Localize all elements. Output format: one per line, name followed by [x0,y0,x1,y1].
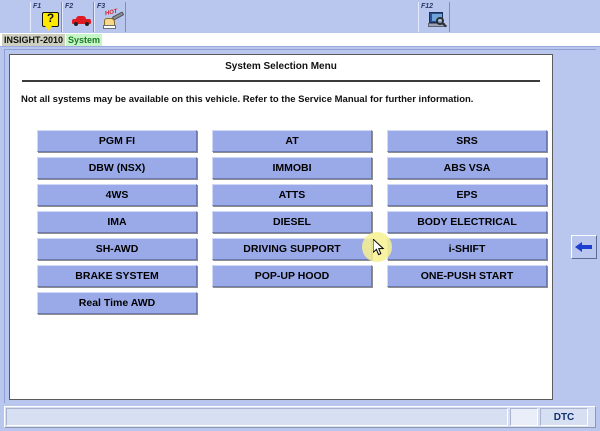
toolbar: F1 ? F2 F3 HOT [0,0,600,33]
system-button-immobi[interactable]: IMMOBI [212,157,372,179]
vehicle-model-chip: INSIGHT-2010 [2,34,66,46]
help-question-icon: ? [39,10,60,31]
availability-notice: Not all systems may be available on this… [21,94,474,105]
system-button-i-shift[interactable]: i-SHIFT [387,238,547,260]
car-icon [71,10,92,30]
system-button-body-electrical[interactable]: BODY ELECTRICAL [387,211,547,233]
system-button-driving-support[interactable]: DRIVING SUPPORT [212,238,372,260]
current-mode-chip: System [66,34,103,46]
system-button-one-push-start[interactable]: ONE-PUSH START [387,265,547,287]
fkey-label-f3: F3 [97,3,106,10]
toolbar-button-f1-help[interactable]: F1 ? [30,2,62,32]
status-badge-dtc[interactable]: DTC [540,408,588,426]
system-button-diesel[interactable]: DIESEL [212,211,372,233]
system-button-eps[interactable]: EPS [387,184,547,206]
status-small-field [510,408,538,426]
page-title: System Selection Menu [225,61,337,72]
tools-hand-icon: HOT [103,9,125,30]
system-button-dbw-nsx[interactable]: DBW (NSX) [37,157,197,179]
vehicle-title-strip: INSIGHT-2010 System [0,33,600,47]
status-message-field [6,408,508,426]
back-button[interactable] [571,235,597,259]
system-button-srs[interactable]: SRS [387,130,547,152]
title-divider [22,80,540,82]
system-button-real-time-awd[interactable]: Real Time AWD [37,292,197,314]
content-frame: System Selection Menu Not all systems ma… [4,49,597,403]
toolbar-button-f3-service[interactable]: F3 HOT [94,2,126,32]
system-column-1: PGM FI DBW (NSX) 4WS IMA SH-AWD BRAKE SY… [37,130,197,319]
status-bar: DTC [4,406,596,428]
system-button-ima[interactable]: IMA [37,211,197,233]
system-column-2: AT IMMOBI ATTS DIESEL DRIVING SUPPORT PO… [212,130,372,292]
fkey-label-f12: F12 [421,3,434,10]
system-button-pgm-fi[interactable]: PGM FI [37,130,197,152]
system-button-sh-awd[interactable]: SH-AWD [37,238,197,260]
system-column-3: SRS ABS VSA EPS BODY ELECTRICAL i-SHIFT … [387,130,547,292]
fkey-label-f2: F2 [65,3,74,10]
computer-search-icon [427,10,448,30]
back-arrow-icon [575,240,593,254]
system-button-at[interactable]: AT [212,130,372,152]
system-selection-panel: System Selection Menu Not all systems ma… [9,54,553,400]
system-button-brake-system[interactable]: BRAKE SYSTEM [37,265,197,287]
fkey-label-f1: F1 [33,3,42,10]
system-button-atts[interactable]: ATTS [212,184,372,206]
system-button-pop-up-hood[interactable]: POP-UP HOOD [212,265,372,287]
system-button-abs-vsa[interactable]: ABS VSA [387,157,547,179]
system-button-4ws[interactable]: 4WS [37,184,197,206]
toolbar-button-f2-vehicle[interactable]: F2 [62,2,94,32]
toolbar-button-f12-system-search[interactable]: F12 [418,2,450,32]
